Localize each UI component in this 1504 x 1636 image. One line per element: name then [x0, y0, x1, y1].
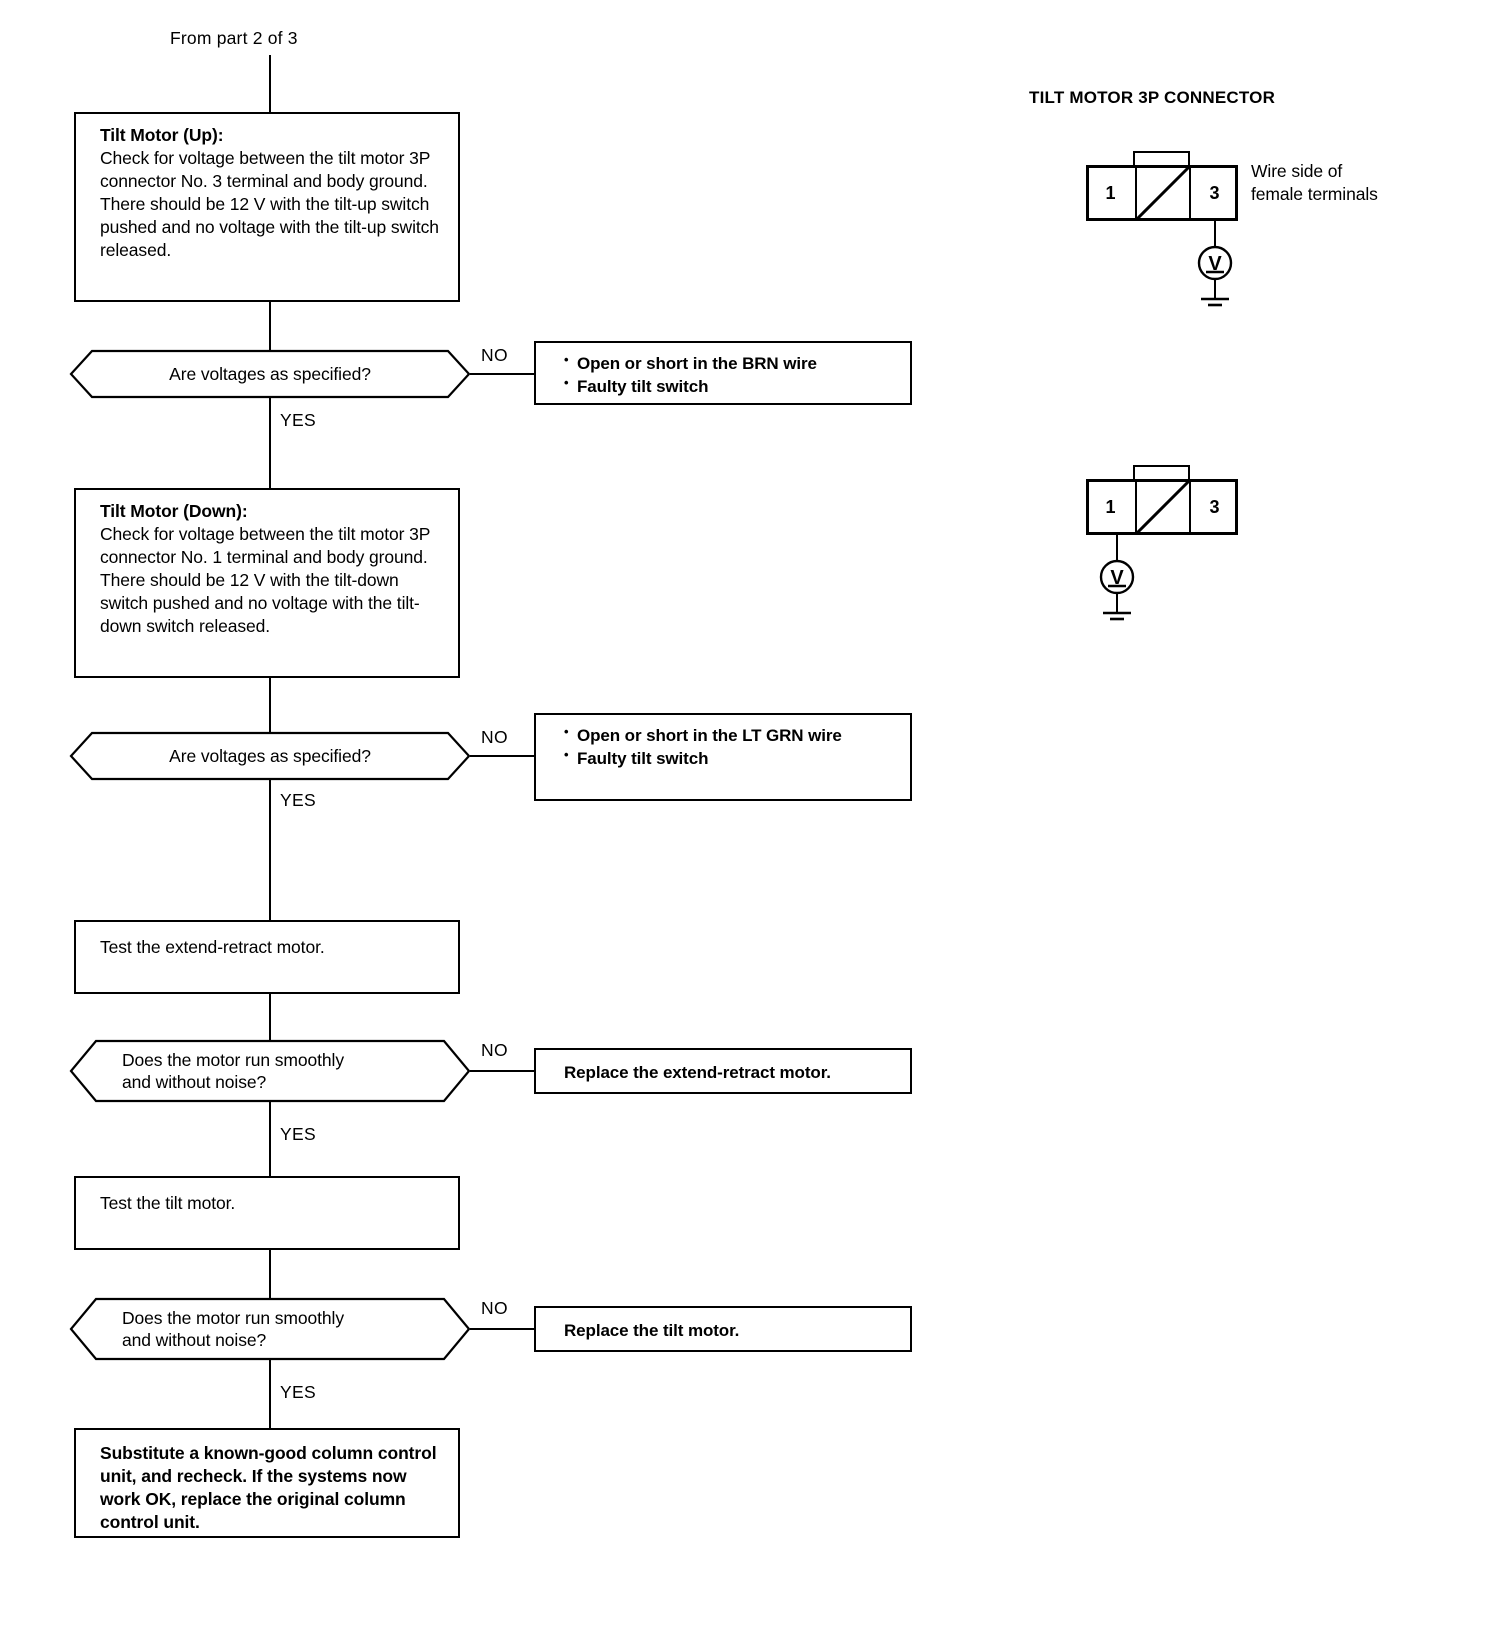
connector-top-pin-3: 3	[1209, 183, 1220, 203]
decision4-line1: Does the motor run smoothly	[122, 1307, 344, 1328]
line-decision4-yes	[269, 1360, 271, 1428]
connector-bottom-diagram: 1 3	[1086, 465, 1238, 535]
line-decision4-no	[470, 1328, 536, 1330]
connector-bottom-pin-3: 3	[1209, 497, 1220, 517]
step-substitute-column-control-unit-body: Substitute a known-good column control u…	[100, 1443, 437, 1532]
result-brn-wire-fault: Open or short in the BRN wire Faulty til…	[534, 341, 912, 405]
connector-top-separator-2	[1189, 165, 1191, 221]
connector-bottom-voltmeter-circuit: V	[1099, 533, 1135, 621]
result-replace-extend-retract-motor: Replace the extend-retract motor.	[534, 1048, 912, 1094]
connector-top-separator-1	[1135, 165, 1137, 221]
decision-voltages-specified-up-label: Are voltages as specified?	[169, 363, 371, 384]
connector-bottom-pin-1: 1	[1105, 497, 1116, 517]
line-decision3-no	[470, 1070, 536, 1072]
line-decision3-yes	[269, 1102, 271, 1176]
step-tilt-motor-up-body: Check for voltage between the tilt motor…	[100, 147, 439, 260]
decision-tilt-motor-smooth: Does the motor run smoothly and without …	[69, 1297, 471, 1361]
result-brn-item-2: Faulty tilt switch	[564, 374, 900, 398]
connector-entry-line	[269, 55, 271, 112]
connector-top-blank-cell-slash-icon	[1135, 165, 1191, 221]
decision1-no-label: NO	[481, 345, 508, 365]
connector-bottom-separator-1	[1135, 479, 1137, 535]
decision4-no-label: NO	[481, 1298, 508, 1318]
line-decision1-no	[470, 373, 536, 375]
step-tilt-motor-down-heading: Tilt Motor (Down):	[100, 501, 248, 521]
decision2-yes-label: YES	[280, 790, 316, 810]
connector-bottom-separator-2	[1189, 479, 1191, 535]
line-decision1-yes	[269, 398, 271, 488]
line-step1-to-decision1	[269, 302, 271, 350]
decision4-yes-label: YES	[280, 1382, 316, 1402]
step-tilt-motor-down: Tilt Motor (Down): Check for voltage bet…	[74, 488, 460, 678]
line-decision2-no	[470, 755, 536, 757]
result-replace-tilt-motor-text: Replace the tilt motor.	[564, 1321, 740, 1340]
result-lt-grn-wire-fault: Open or short in the LT GRN wire Faulty …	[534, 713, 912, 801]
connector-top-pin-1: 1	[1105, 183, 1116, 203]
connector-note-line-2: female terminals	[1251, 183, 1378, 204]
connector-bottom-tab	[1133, 465, 1190, 481]
result-replace-extend-retract-motor-text: Replace the extend-retract motor.	[564, 1063, 831, 1082]
svg-text:V: V	[1208, 253, 1222, 275]
connector-wire-side-note: Wire side of female terminals	[1251, 160, 1378, 206]
decision3-no-label: NO	[481, 1040, 508, 1060]
decision-extend-retract-motor-smooth: Does the motor run smoothly and without …	[69, 1039, 471, 1103]
decision4-line2: and without noise?	[122, 1330, 267, 1350]
step-test-tilt-motor-body: Test the tilt motor.	[100, 1193, 236, 1213]
step-test-extend-retract-motor-body: Test the extend-retract motor.	[100, 937, 325, 957]
step-test-extend-retract-motor: Test the extend-retract motor.	[74, 920, 460, 994]
decision3-line2: and without noise?	[122, 1072, 267, 1092]
step-tilt-motor-down-body: Check for voltage between the tilt motor…	[100, 523, 431, 636]
result-brn-item-1: Open or short in the BRN wire	[564, 351, 900, 375]
step-substitute-column-control-unit: Substitute a known-good column control u…	[74, 1428, 460, 1538]
result-ltgrn-item-1: Open or short in the LT GRN wire	[564, 723, 900, 747]
decision3-text: Does the motor run smoothly and without …	[122, 1049, 344, 1094]
line-step2-to-decision2	[269, 678, 271, 732]
step-tilt-motor-up: Tilt Motor (Up): Check for voltage betwe…	[74, 112, 460, 302]
connector-note-line-1: Wire side of	[1251, 161, 1343, 181]
connector-top-diagram: 1 3	[1086, 151, 1238, 221]
decision3-yes-label: YES	[280, 1124, 316, 1144]
decision2-no-label: NO	[481, 727, 508, 747]
decision-voltages-specified-down-label: Are voltages as specified?	[169, 745, 371, 766]
from-part-reference: From part 2 of 3	[170, 28, 298, 48]
decision-voltages-specified-down: Are voltages as specified?	[69, 731, 471, 781]
line-decision2-yes	[269, 780, 271, 920]
decision1-yes-label: YES	[280, 410, 316, 430]
result-ltgrn-item-2: Faulty tilt switch	[564, 746, 900, 770]
step-tilt-motor-up-heading: Tilt Motor (Up):	[100, 125, 224, 145]
decision-voltages-specified-up: Are voltages as specified?	[69, 349, 471, 399]
step-test-tilt-motor: Test the tilt motor.	[74, 1176, 460, 1250]
line-step3-to-decision3	[269, 994, 271, 1040]
line-step4-to-decision4	[269, 1250, 271, 1298]
connector-panel-title: TILT MOTOR 3P CONNECTOR	[1029, 88, 1276, 107]
connector-top-tab	[1133, 151, 1190, 167]
decision4-text: Does the motor run smoothly and without …	[122, 1307, 344, 1352]
decision3-line1: Does the motor run smoothly	[122, 1049, 344, 1070]
result-replace-tilt-motor: Replace the tilt motor.	[534, 1306, 912, 1352]
connector-top-voltmeter-circuit: V	[1197, 219, 1233, 307]
connector-bottom-blank-cell-slash-icon	[1135, 479, 1191, 535]
svg-text:V: V	[1110, 567, 1124, 589]
